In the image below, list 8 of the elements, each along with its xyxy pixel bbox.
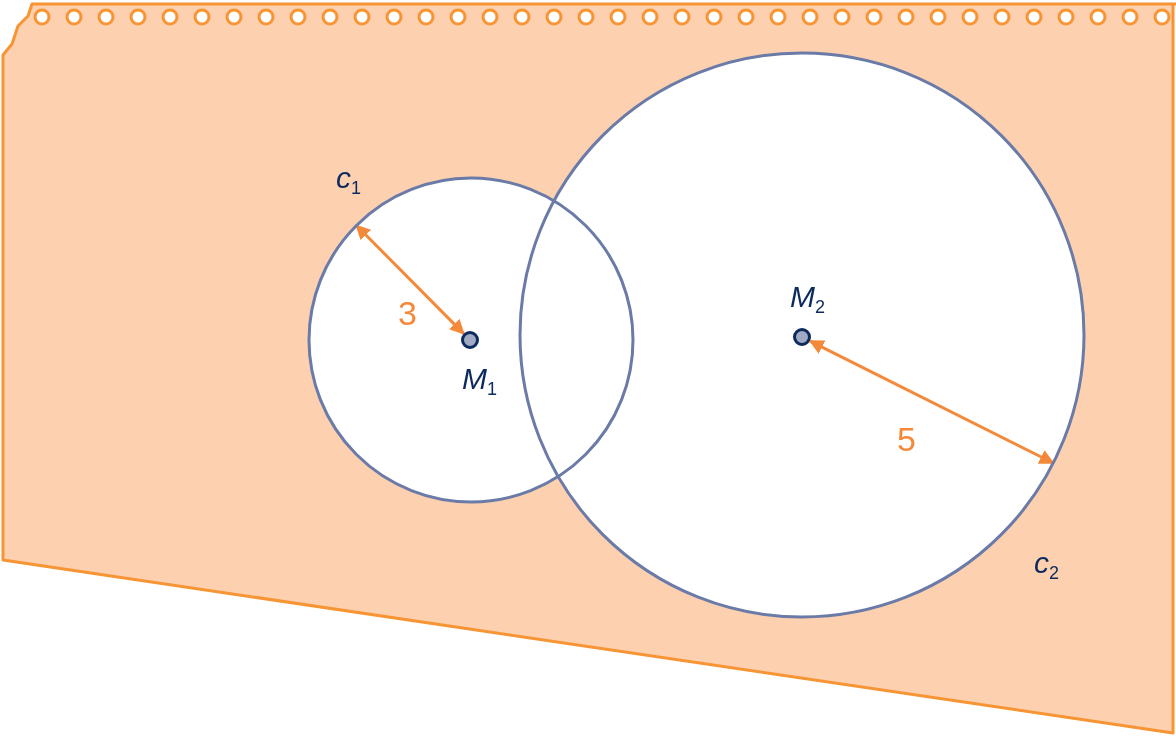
dimension-arrow [355,224,465,335]
dimension-arrow [808,339,1055,465]
point-label: M$_{2}$ [790,282,825,316]
edge-label: 3 [398,296,417,330]
circle-label: c$_{1}$ [336,163,361,197]
circle-label: c$_{2}$ [1034,548,1059,582]
edge-label: 5 [897,422,916,456]
point-label: M$_{1}$ [462,364,497,398]
